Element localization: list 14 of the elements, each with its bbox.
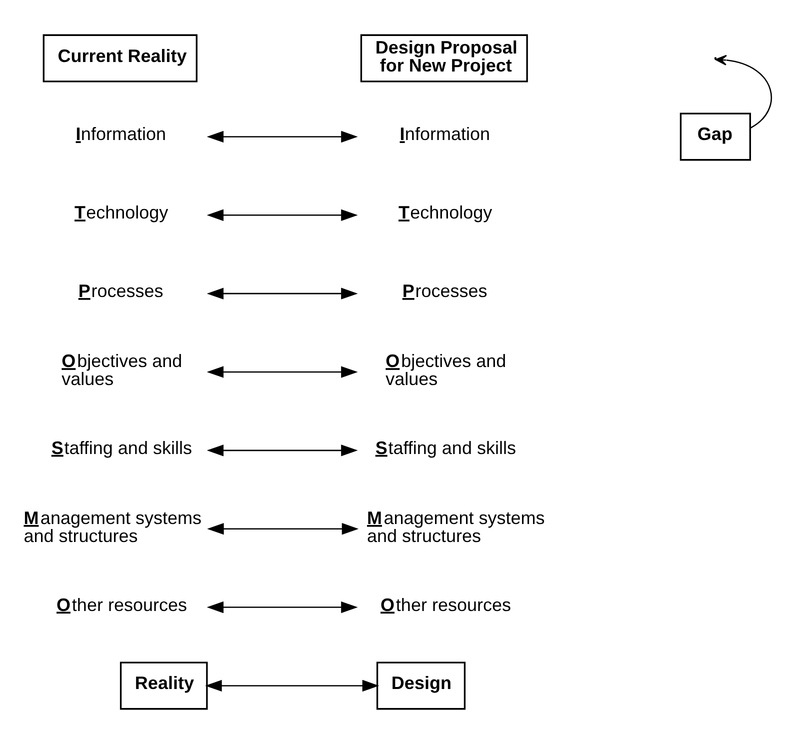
node-text: Staffing and skills (375, 437, 516, 458)
node-text: Processes (78, 280, 164, 301)
node-text: Information (400, 124, 490, 144)
node-text: Objectives and values (62, 350, 182, 389)
node-text: Management systems and structures (367, 507, 545, 546)
node-text: Management systems and structures (24, 507, 202, 546)
node-text: Technology (74, 202, 168, 222)
node-text: Staffing and skills (51, 437, 192, 458)
node-text: Objectives and values (386, 350, 506, 389)
node-text: Information (76, 124, 166, 144)
node-text: Processes (402, 280, 488, 301)
node-text: Other resources (380, 594, 511, 614)
node-text: Other resources (56, 594, 187, 614)
node-text: Technology (398, 202, 492, 222)
